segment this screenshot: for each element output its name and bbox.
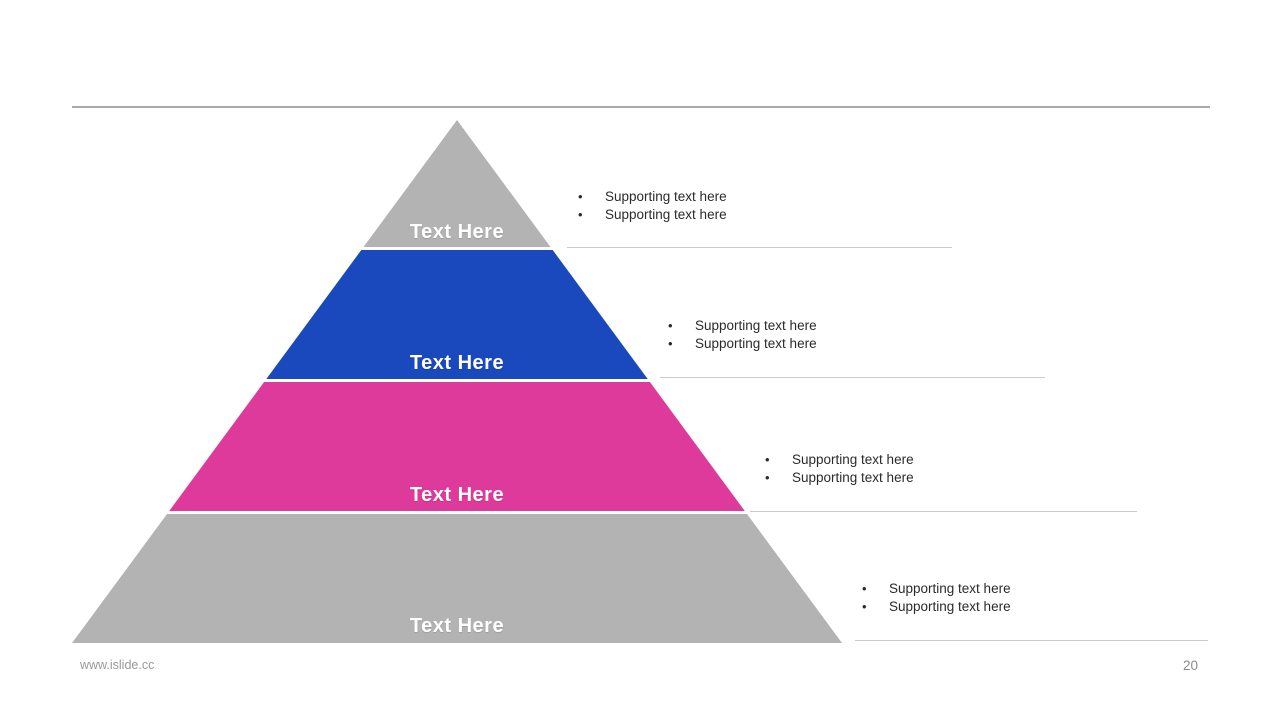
supporting-text: Supporting text here: [605, 189, 727, 204]
annotation-underline-1: [567, 247, 952, 248]
pyramid-level-3-shape: [169, 382, 745, 511]
pyramid-level-1-shape: [363, 120, 551, 247]
pyramid-level-1-label: Text Here: [409, 221, 505, 243]
annotation-underline-2: [660, 377, 1045, 378]
bullet-line: • Supporting text here: [578, 188, 727, 206]
page-number: 20: [1182, 658, 1198, 673]
annotation-level-4: • Supporting text here • Supporting text…: [862, 580, 1011, 616]
bullet-icon: •: [862, 581, 867, 596]
pyramid-level-4-label: Text Here: [409, 615, 505, 637]
bullet-line: • Supporting text here: [578, 206, 727, 224]
annotation-underline-4: [855, 640, 1208, 641]
bullet-icon: •: [668, 318, 673, 333]
pyramid-level-4-shape: [72, 514, 842, 643]
bullet-line: • Supporting text here: [765, 451, 914, 469]
bullet-line: • Supporting text here: [668, 317, 817, 335]
supporting-text: Supporting text here: [792, 452, 914, 467]
bullet-line: • Supporting text here: [862, 598, 1011, 616]
supporting-text: Supporting text here: [792, 470, 914, 485]
supporting-text: Supporting text here: [605, 207, 727, 222]
supporting-text: Supporting text here: [695, 318, 817, 333]
bullet-icon: •: [578, 189, 583, 204]
footer-website-url: www.islide.cc: [80, 658, 155, 672]
bullet-line: • Supporting text here: [668, 335, 817, 353]
pyramid-level-2-shape: [266, 250, 648, 379]
annotation-level-3: • Supporting text here • Supporting text…: [765, 451, 914, 487]
pyramid-level-3-label: Text Here: [409, 484, 505, 506]
supporting-text: Supporting text here: [695, 336, 817, 351]
bullet-icon: •: [765, 452, 770, 467]
supporting-text: Supporting text here: [889, 581, 1011, 596]
top-divider-line: [72, 106, 1210, 108]
annotation-underline-3: [750, 511, 1137, 512]
bullet-icon: •: [578, 207, 583, 222]
supporting-text: Supporting text here: [889, 599, 1011, 614]
bullet-icon: •: [765, 470, 770, 485]
bullet-icon: •: [668, 336, 673, 351]
annotation-level-1: • Supporting text here • Supporting text…: [578, 188, 727, 224]
pyramid-level-2-label: Text Here: [409, 352, 505, 374]
bullet-icon: •: [862, 599, 867, 614]
annotation-level-2: • Supporting text here • Supporting text…: [668, 317, 817, 353]
pyramid-diagram: [72, 120, 842, 643]
bullet-line: • Supporting text here: [765, 469, 914, 487]
bullet-line: • Supporting text here: [862, 580, 1011, 598]
